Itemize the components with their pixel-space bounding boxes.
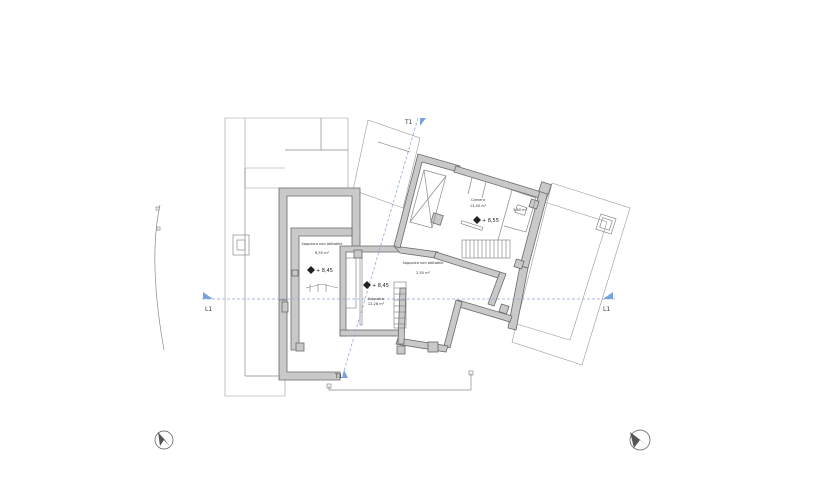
room-labels: Soppalco non abitabile 6,50 m² Soppalco …	[301, 198, 527, 306]
north-arrow-right	[629, 429, 651, 451]
right-wing-walls	[393, 153, 552, 355]
room-name-camera: Camera	[471, 198, 485, 202]
section-label-t1-top: T1	[404, 119, 413, 126]
section-line-t1: T1 T1	[334, 117, 426, 380]
section-label-l1-right: L1	[603, 306, 610, 313]
room-area-soppalco-left: 6,50 m²	[315, 251, 330, 255]
section-line-l1: L1 L1	[202, 292, 615, 313]
right-wing-partitions	[409, 169, 537, 241]
section-label-l1-left: L1	[205, 306, 212, 313]
room-name-0: Soppalco non abitabile	[301, 242, 343, 246]
right-roof-outline	[509, 182, 631, 366]
level-label-left: + 8,45	[316, 268, 333, 274]
center-roof-outline	[352, 119, 421, 209]
level-label-right: + 8,55	[482, 218, 499, 224]
room-area-bath: 3,80 m²	[513, 208, 528, 212]
dimension-markers	[154, 204, 474, 391]
room-area-soppalco-right: 2,50 m²	[416, 271, 431, 275]
section-label-t1-bottom: T1	[334, 373, 343, 380]
room-area-soppalco: 12,28 m²	[368, 302, 385, 306]
level-label-center: + 8,45	[372, 283, 389, 289]
room-name-soppalco-right: Soppalco non abitabile	[402, 261, 444, 265]
north-arrow-left	[154, 430, 174, 450]
room-name-soppalco: Soppalco	[368, 297, 384, 301]
central-core-walls	[339, 245, 439, 337]
level-markers: + 8,45 + 8,45 + 8,55	[307, 216, 499, 289]
room-area-camera: 13,40 m²	[470, 204, 487, 208]
room-name-soppalco-left: Soppalco non abitabile	[301, 242, 343, 246]
stairs	[305, 239, 511, 329]
left-wing-walls	[278, 187, 361, 381]
